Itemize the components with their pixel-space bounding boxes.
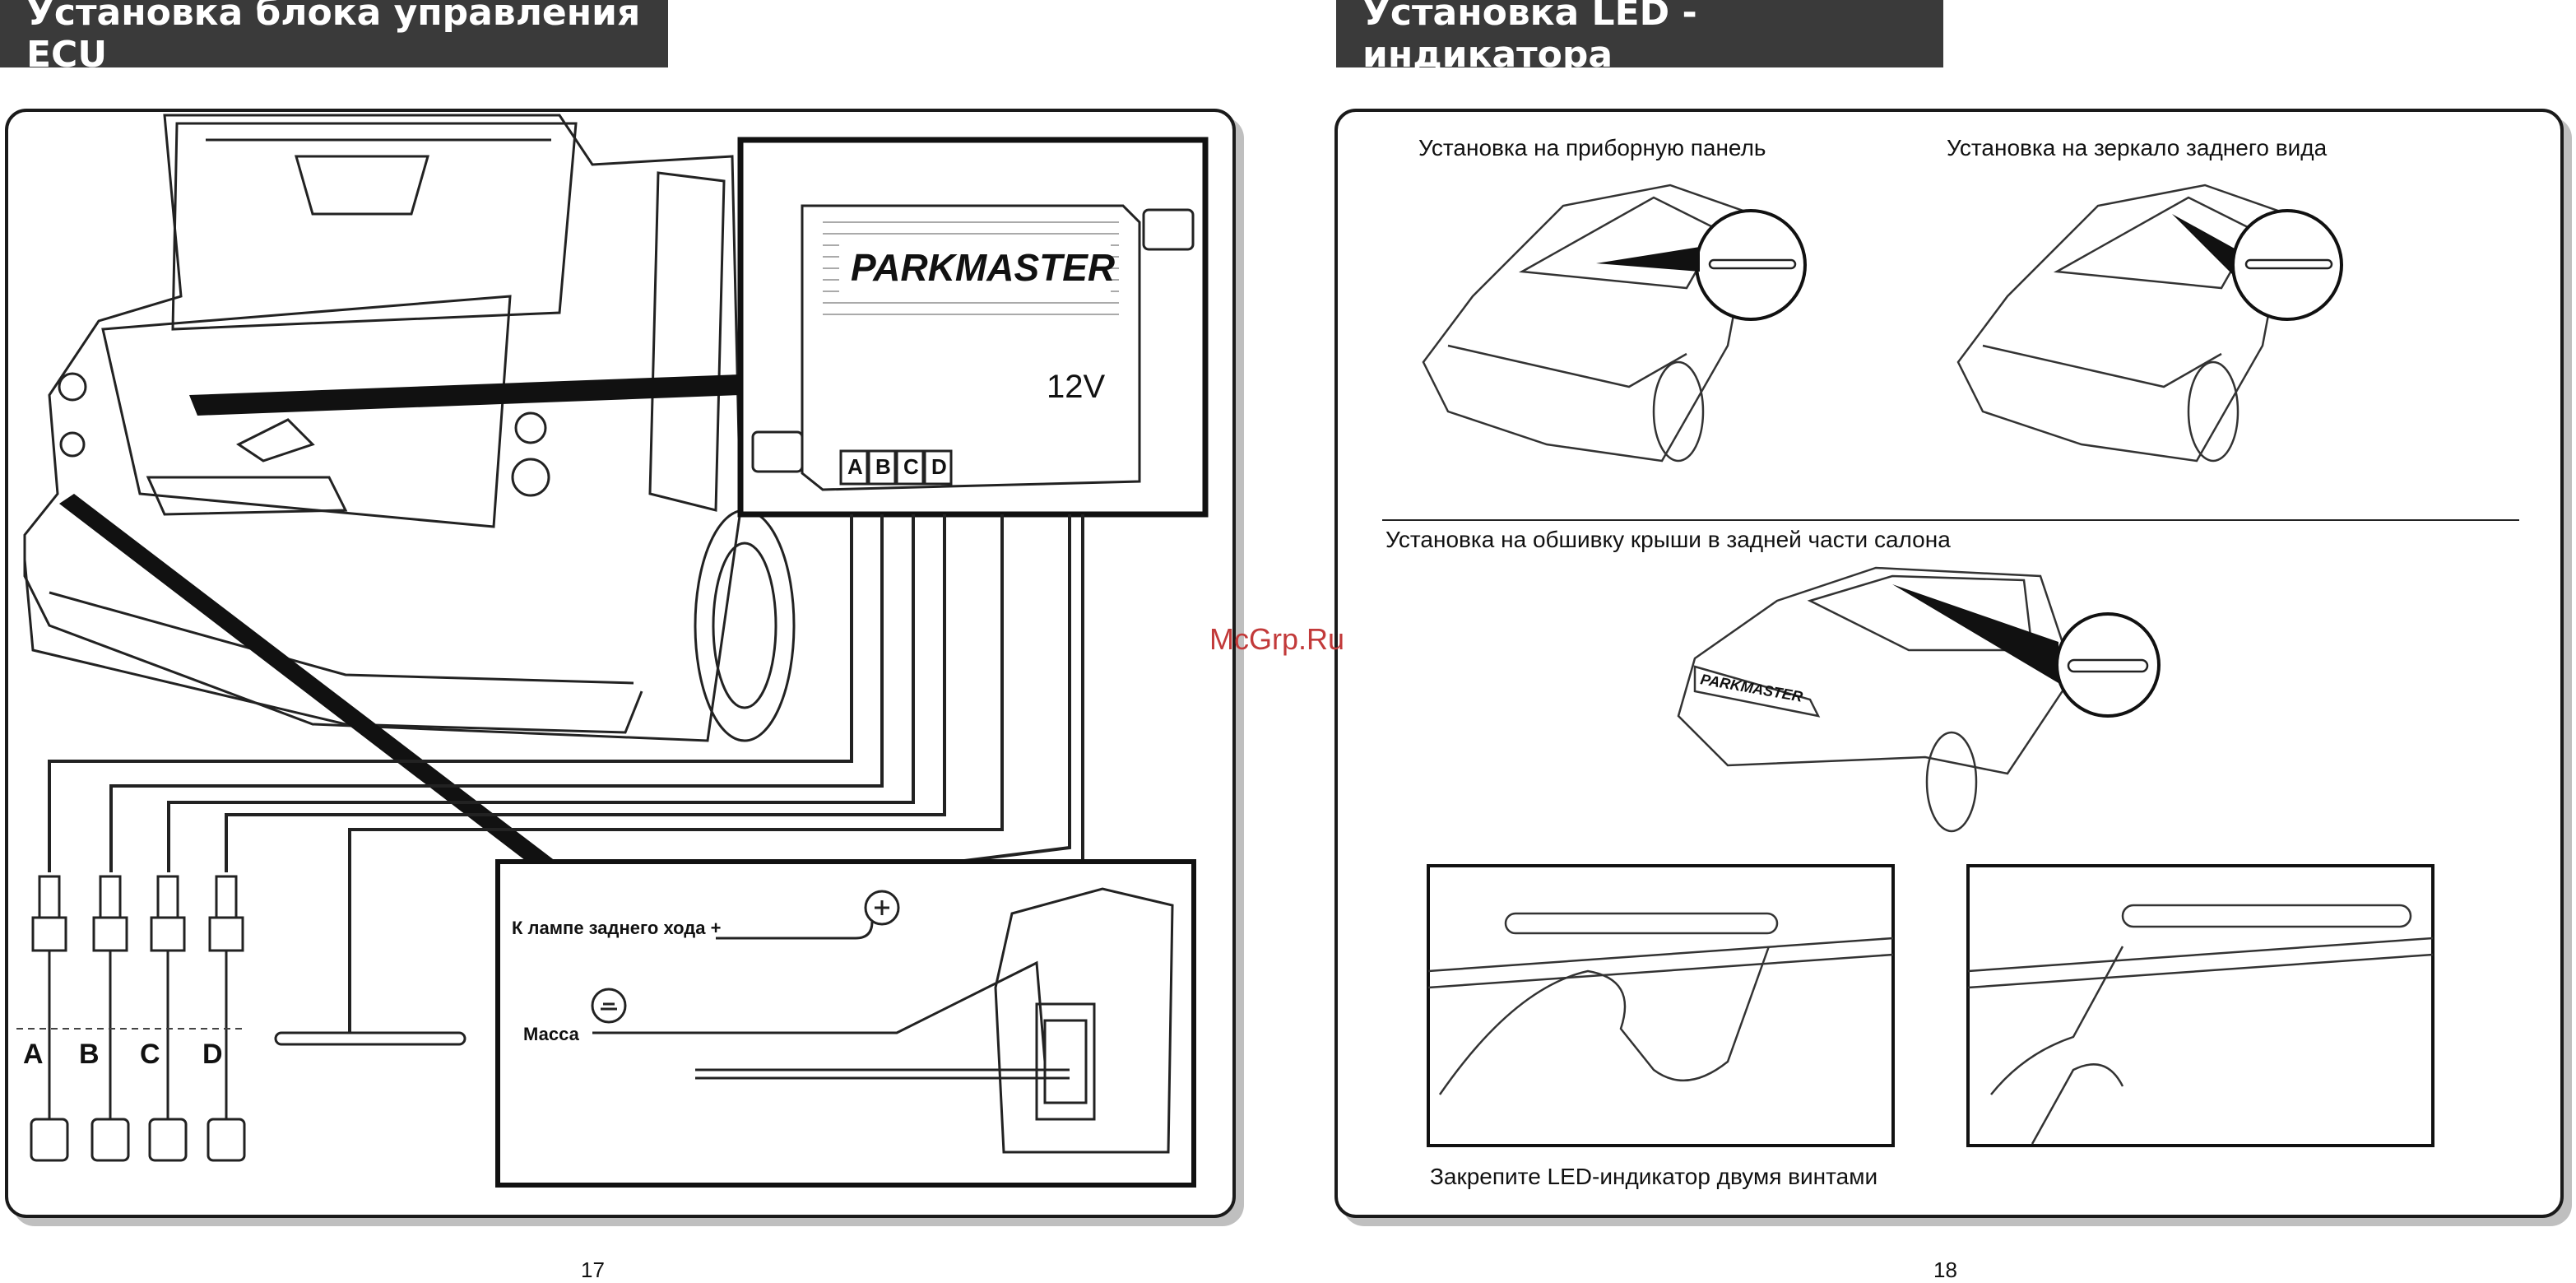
roof-caption: Установка на обшивку крыши в задней част… bbox=[1385, 527, 1951, 553]
dashboard-caption: Установка на приборную панель bbox=[1418, 135, 1766, 161]
mirror-caption: Установка на зеркало заднего вида bbox=[1947, 135, 2327, 161]
page-number-right: 18 bbox=[1933, 1257, 1957, 1283]
screw-caption: Закрепите LED-индикатор двумя винтами bbox=[1430, 1164, 1877, 1190]
